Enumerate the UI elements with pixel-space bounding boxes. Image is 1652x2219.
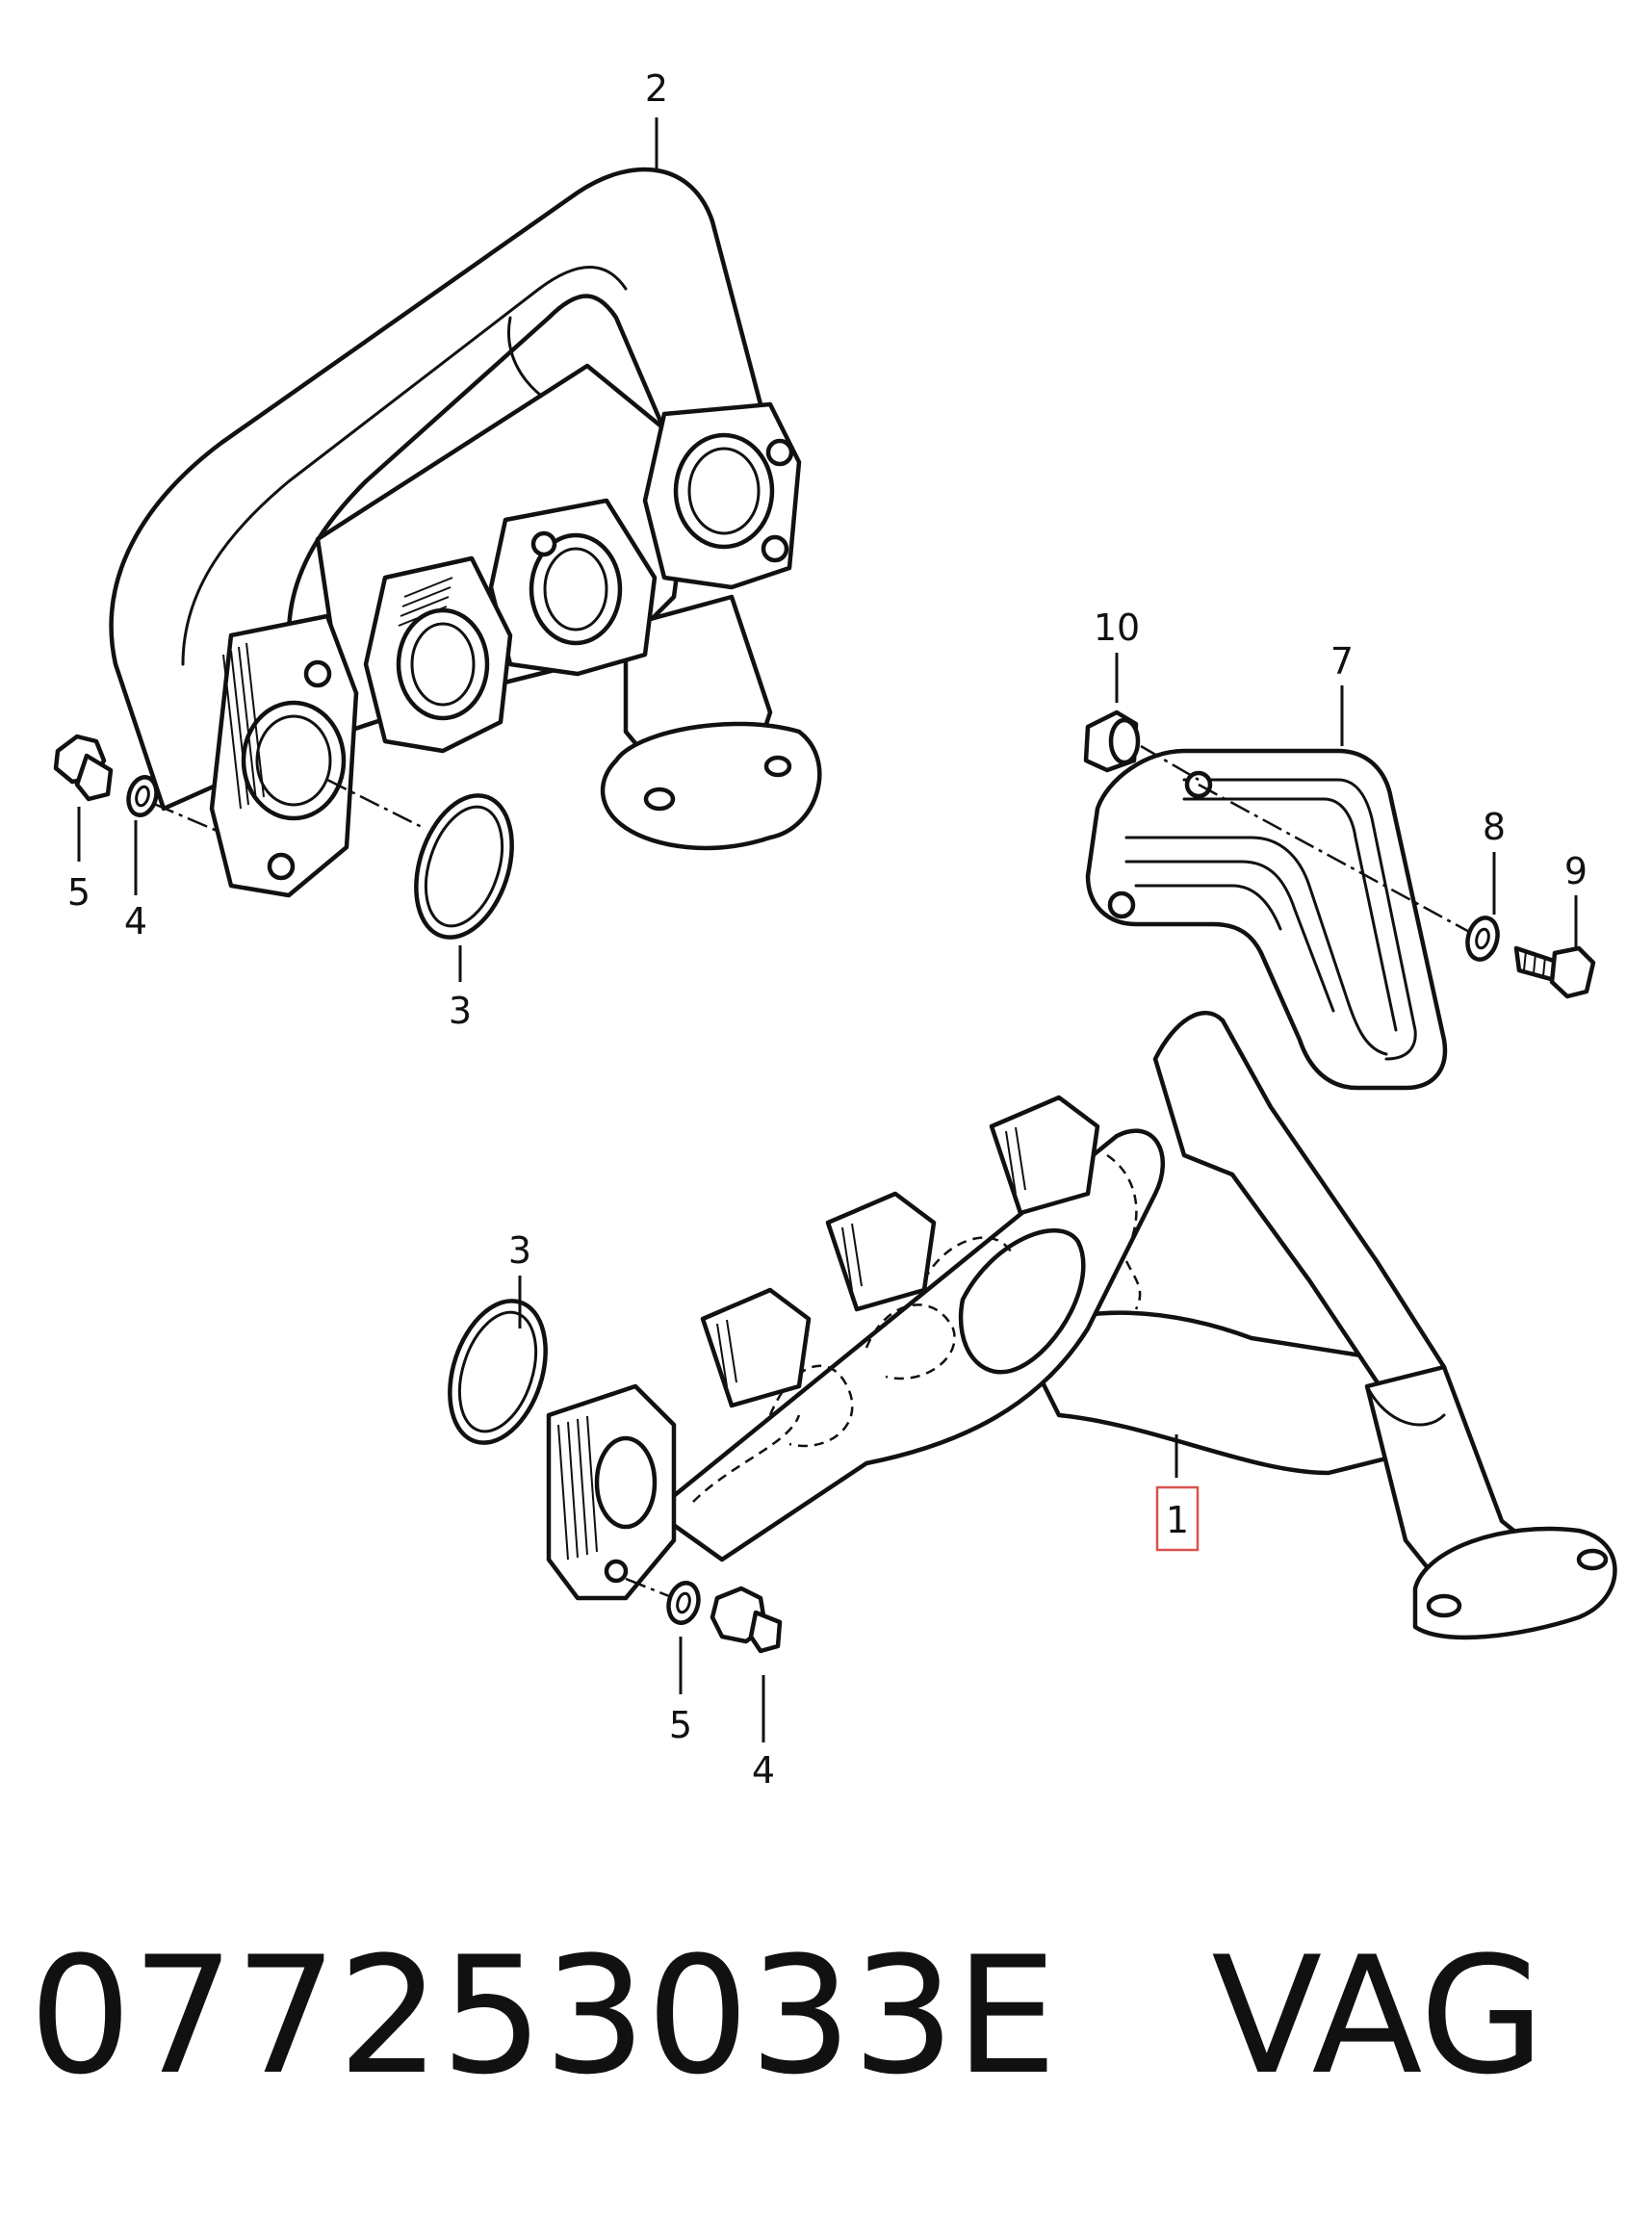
part-number-footer: 077253033E VAG bbox=[29, 1935, 1545, 2097]
part-2-flange-hatching bbox=[398, 577, 453, 627]
callout-9: 9 bbox=[1564, 850, 1587, 892]
callout-4-bottom: 4 bbox=[752, 1749, 775, 1792]
part-2-flange-hatching-left bbox=[222, 642, 265, 810]
part-5-nut-top bbox=[53, 734, 114, 802]
part-1-upper-flange-hatching bbox=[716, 1126, 1026, 1387]
brand-name: VAG bbox=[1211, 1922, 1545, 2110]
part-10-spacer bbox=[1083, 710, 1141, 773]
callout-5-bottom: 5 bbox=[669, 1704, 692, 1746]
part-1-flange-hatching bbox=[557, 1415, 598, 1561]
callout-leader-lines bbox=[77, 117, 1578, 1742]
part-number: 077253033E bbox=[29, 1922, 1058, 2110]
part-9-bolt bbox=[1513, 945, 1596, 999]
part-4-nut-bottom bbox=[710, 1586, 783, 1654]
part-2-exhaust-manifold bbox=[109, 167, 822, 898]
callout-1-highlight-box bbox=[1155, 1485, 1200, 1552]
part-8-washer bbox=[1465, 916, 1500, 962]
callout-3-bottom: 3 bbox=[508, 1229, 531, 1272]
callout-3-top: 3 bbox=[449, 990, 472, 1032]
callout-8: 8 bbox=[1483, 806, 1506, 848]
part-4-washer-top bbox=[126, 775, 159, 817]
callout-1: 1 bbox=[1166, 1499, 1189, 1541]
part-3-gasket-ring-top bbox=[414, 793, 514, 940]
callout-2-top: 2 bbox=[645, 67, 668, 110]
callout-5-top: 5 bbox=[67, 871, 90, 914]
callout-labels: 2 10 7 8 9 5 4 3 3 1 5 4 bbox=[67, 67, 1587, 1792]
callout-7: 7 bbox=[1330, 640, 1354, 683]
callout-10: 10 bbox=[1094, 606, 1140, 649]
part-7-heat-shield bbox=[1085, 748, 1474, 1091]
part-5-washer-bottom bbox=[666, 1581, 701, 1625]
callout-4-top: 4 bbox=[124, 900, 147, 942]
part-1-exhaust-manifold bbox=[546, 1010, 1617, 1640]
part-3-gasket-ring-bottom bbox=[448, 1299, 548, 1445]
